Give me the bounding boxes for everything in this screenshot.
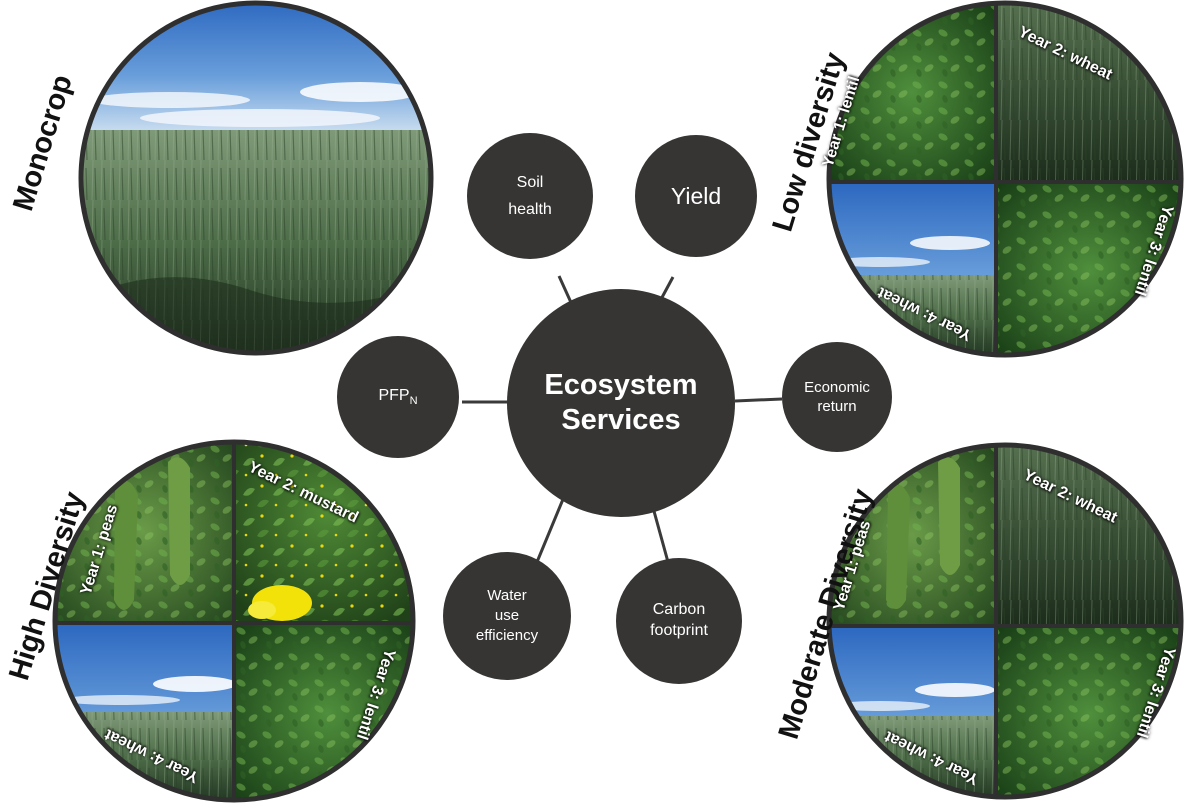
monocrop-ring	[78, 0, 434, 356]
moderate-year4-label: Year 4: wheat	[882, 727, 982, 788]
center-label: Ecosystem Services	[507, 289, 735, 517]
soil-health-line1: Soil	[516, 173, 544, 191]
economic-return-line1: Economic	[804, 378, 870, 396]
center-label-line1: Ecosystem	[544, 369, 698, 402]
economic-return-line2: return	[817, 398, 857, 415]
carbon-line2: footprint	[650, 622, 708, 639]
soil-health-label: Soil health	[467, 133, 593, 259]
high-year3-label: Year 3: lentil	[352, 646, 399, 742]
high-year2-label: Year 2: mustard	[245, 458, 361, 527]
high-year4-label: Year 4: wheat	[102, 725, 202, 786]
high-diversity-ring	[52, 439, 416, 803]
low-diversity-ring	[826, 0, 1184, 358]
carbon-line1: Carbon	[652, 601, 706, 619]
water-use-line2: use	[494, 606, 520, 624]
center-node	[507, 289, 735, 517]
low-year2-label: Year 2: wheat	[1015, 23, 1115, 84]
water-use-line1: Water	[487, 586, 527, 604]
soil-health-line2: health	[508, 201, 552, 218]
moderate-year3-label: Year 3: lentil	[1132, 644, 1179, 740]
pfpn-base: PFP	[378, 386, 410, 404]
monocrop-title: Monocrop	[7, 71, 79, 215]
yield-text: Yield	[670, 182, 722, 209]
soil-health-node	[467, 133, 593, 259]
water-use-line3: efficiency	[475, 627, 539, 645]
water-use-node	[443, 552, 571, 680]
carbon-footprint-node	[616, 558, 742, 684]
moderate-diversity-ring	[826, 442, 1184, 800]
moderate-diversity-photo	[829, 445, 1181, 797]
pfpn-node	[337, 336, 459, 458]
pfpn-label: PFPN	[337, 336, 459, 458]
carbon-footprint-label: Carbon footprint	[616, 558, 742, 684]
low-year3-label: Year 3: lentil	[1130, 202, 1177, 298]
moderate-year2-label: Year 2: wheat	[1020, 466, 1120, 527]
connector-water-use	[535, 491, 568, 563]
yield-label: Yield	[635, 135, 757, 257]
pfpn-subscript: N	[409, 395, 418, 408]
connector-economic-return	[734, 397, 783, 403]
low-diversity-photo	[829, 3, 1181, 355]
economic-return-label: Economic return	[782, 342, 892, 452]
center-label-line2: Services	[561, 404, 681, 436]
economic-return-node	[782, 342, 892, 452]
yield-node	[635, 135, 757, 257]
water-use-efficiency-label: Water use efficiency	[443, 552, 571, 680]
